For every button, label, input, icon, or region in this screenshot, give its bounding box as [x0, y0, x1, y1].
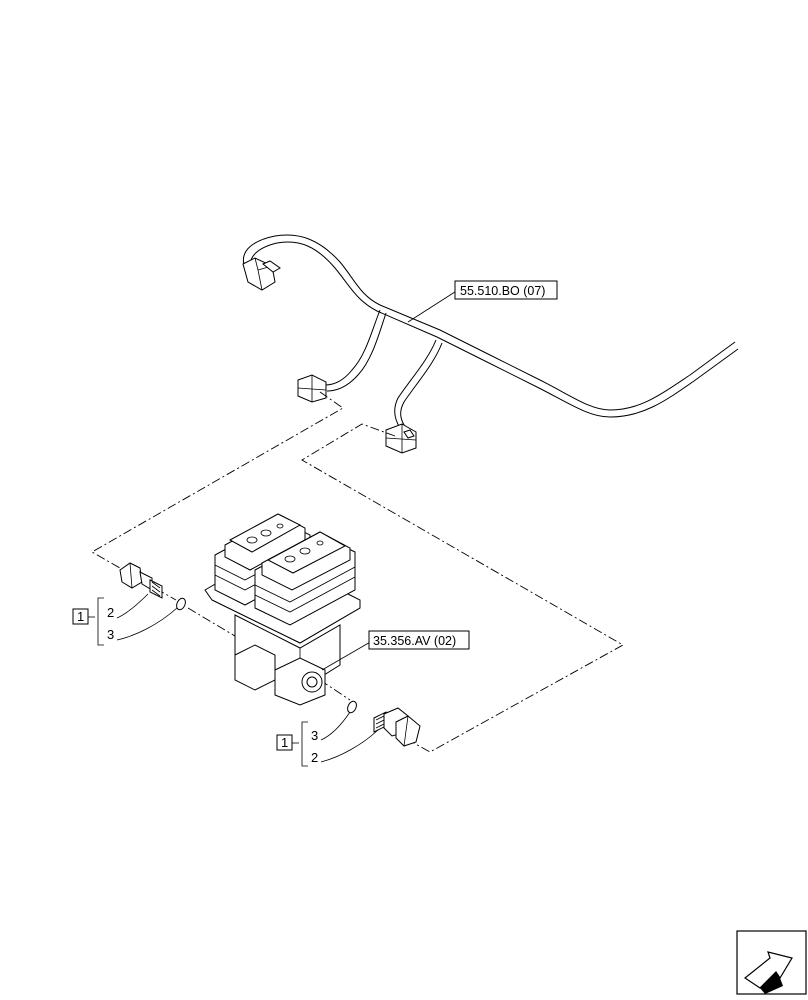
right-o-ring	[347, 700, 357, 714]
valve-reference-text: 35.356.AV (02)	[373, 634, 456, 648]
left-item-2: 2	[107, 605, 114, 620]
valve-reference: 35.356.AV (02)	[321, 630, 470, 671]
left-pressure-switch	[119, 562, 163, 599]
wiring-harness	[242, 234, 739, 454]
left-item-3: 3	[107, 627, 114, 642]
leader-lines	[91, 391, 624, 753]
next-page-arrow-icon[interactable]	[736, 930, 807, 995]
right-group-number: 1	[281, 735, 288, 750]
right-group-box	[276, 734, 293, 751]
harness-reference: 55.510.BO (07)	[407, 280, 558, 323]
harness-reference-text: 55.510.BO (07)	[460, 284, 545, 298]
left-group-box	[72, 608, 89, 625]
valve-reference-box	[368, 630, 470, 650]
harness-reference-box	[454, 280, 558, 300]
right-pressure-switch	[373, 707, 421, 747]
left-o-ring	[176, 597, 186, 611]
right-item-2: 2	[311, 750, 318, 765]
right-callout: 1 3 2	[276, 711, 379, 767]
control-valve-assembly	[204, 513, 361, 706]
left-group-number: 1	[77, 609, 84, 624]
right-item-3: 3	[311, 728, 318, 743]
left-callout: 1 2 3	[72, 593, 178, 646]
